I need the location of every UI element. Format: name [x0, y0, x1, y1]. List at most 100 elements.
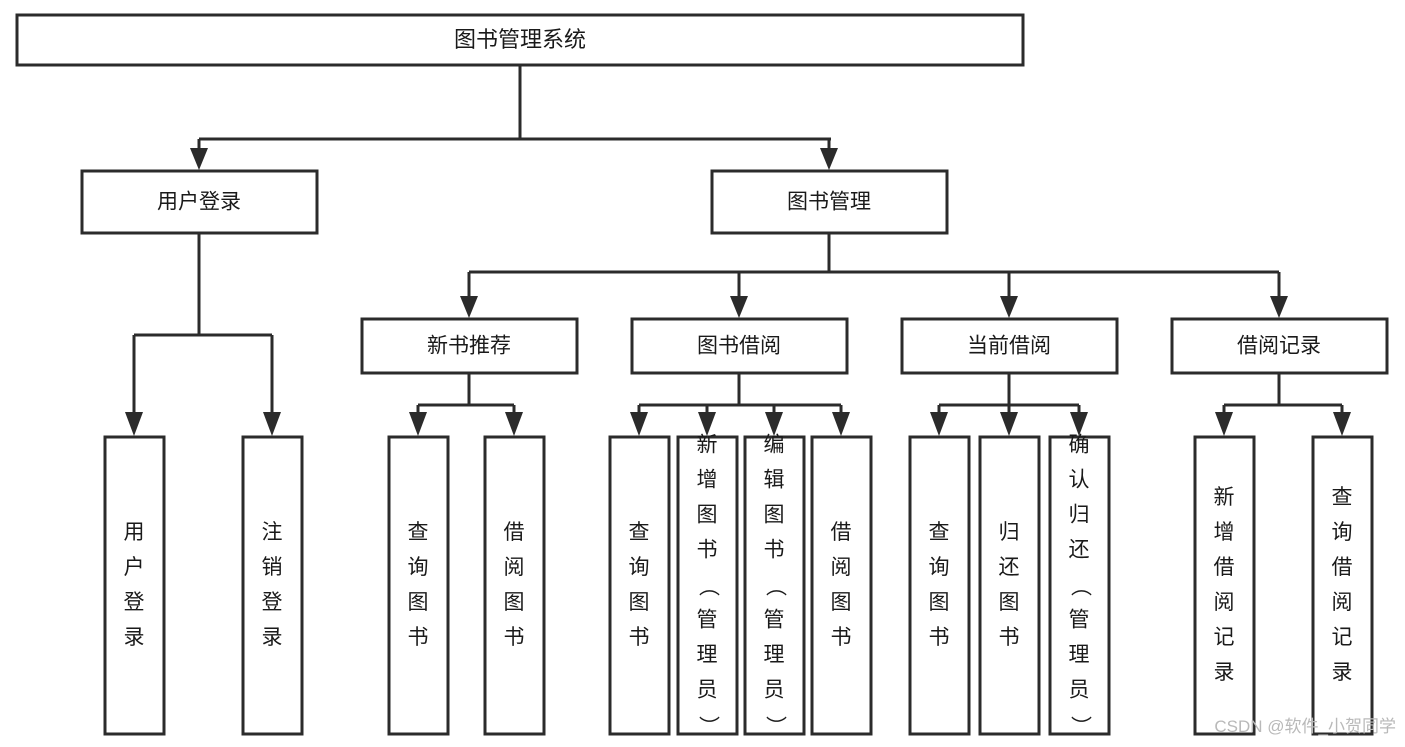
arrow-head-current-borrow	[1000, 296, 1018, 318]
node-user-login-label: 用户登录	[157, 191, 241, 214]
svg-text:书: 书	[504, 626, 525, 649]
arrow-head-leaf-query-book-3	[930, 412, 948, 436]
arrow-head-leaf-add-book	[698, 412, 716, 436]
svg-text:书: 书	[999, 626, 1020, 649]
svg-text:（: （	[763, 576, 786, 597]
svg-text:增: 增	[1214, 521, 1235, 544]
svg-text:登: 登	[262, 591, 283, 614]
svg-text:阅: 阅	[1214, 591, 1235, 614]
svg-text:理: 理	[764, 644, 785, 667]
node-current-borrow-label: 当前借阅	[967, 335, 1051, 358]
arrow-head-leaf-borrow-book-2	[832, 412, 850, 436]
svg-text:询: 询	[408, 556, 429, 579]
node-new-book-rec[interactable]: 新书推荐	[360, 317, 579, 375]
node-user-login-box[interactable]	[80, 169, 319, 235]
node-leaf-edit-book-box[interactable]	[743, 435, 806, 736]
arrow-head-leaf-query-book-1	[409, 412, 427, 436]
node-current-borrow-box[interactable]	[900, 317, 1119, 375]
node-leaf-query-book-1-box[interactable]	[387, 435, 450, 736]
node-leaf-borrow-book-2-box[interactable]	[810, 435, 873, 736]
node-book-manage-box[interactable]	[710, 169, 949, 235]
arrow-head-book-manage	[820, 148, 838, 170]
node-book-borrow[interactable]: 图书借阅	[630, 317, 849, 375]
node-leaf-user-login-box[interactable]	[103, 435, 166, 736]
svg-text:借: 借	[1332, 556, 1353, 579]
svg-text:书: 书	[629, 626, 650, 649]
node-leaf-add-book-box[interactable]	[676, 435, 739, 736]
node-leaf-return-book-box[interactable]	[978, 435, 1041, 736]
svg-text:查: 查	[929, 521, 950, 544]
svg-text:图: 图	[629, 591, 650, 614]
node-root[interactable]: 图书管理系统	[15, 13, 1025, 67]
node-leaf-user-login-label: 用户登录	[124, 521, 145, 649]
svg-text:询: 询	[629, 556, 650, 579]
node-leaf-query-book-3-box[interactable]	[908, 435, 971, 736]
svg-text:借: 借	[504, 521, 525, 544]
node-borrow-record-box[interactable]	[1170, 317, 1389, 375]
node-leaf-add-record-box[interactable]	[1193, 435, 1256, 736]
svg-text:登: 登	[124, 591, 145, 614]
node-new-book-rec-box[interactable]	[360, 317, 579, 375]
svg-text:确: 确	[1069, 434, 1090, 457]
node-user-login[interactable]: 用户登录	[80, 169, 319, 235]
svg-text:员: 员	[1069, 679, 1090, 702]
svg-text:阅: 阅	[1332, 591, 1353, 614]
node-leaf-query-record-box[interactable]	[1311, 435, 1374, 736]
node-leaf-user-login[interactable]: 用户登录	[103, 435, 166, 736]
node-book-borrow-box[interactable]	[630, 317, 849, 375]
node-leaf-query-book-2-box[interactable]	[608, 435, 671, 736]
watermark-label: CSDN @软件_小贺同学	[1214, 717, 1396, 736]
node-book-manage[interactable]: 图书管理	[710, 169, 949, 235]
svg-text:用: 用	[124, 521, 145, 544]
svg-text:查: 查	[1332, 486, 1353, 509]
node-current-borrow[interactable]: 当前借阅	[900, 317, 1119, 375]
svg-text:录: 录	[124, 626, 145, 649]
node-book-manage-label: 图书管理	[787, 191, 871, 214]
svg-text:（: （	[1068, 576, 1091, 597]
svg-text:询: 询	[929, 556, 950, 579]
node-leaf-borrow-book-1-box[interactable]	[483, 435, 546, 736]
svg-text:新: 新	[1214, 486, 1235, 509]
arrow-head-borrow-record	[1270, 296, 1288, 318]
arrow-head-leaf-return-book	[1000, 412, 1018, 436]
svg-text:理: 理	[697, 644, 718, 667]
connector-layer	[125, 65, 1351, 436]
node-root-box[interactable]	[15, 13, 1025, 67]
svg-text:还: 还	[1069, 539, 1090, 562]
svg-text:图: 图	[999, 591, 1020, 614]
arrow-head-leaf-user-login	[125, 412, 143, 436]
svg-text:查: 查	[629, 521, 650, 544]
svg-text:销: 销	[262, 556, 283, 579]
svg-text:增: 增	[697, 469, 718, 492]
svg-text:记: 记	[1332, 626, 1353, 649]
node-borrow-record[interactable]: 借阅记录	[1170, 317, 1389, 375]
svg-text:）: ）	[763, 716, 786, 737]
node-leaf-confirm-return-box[interactable]	[1048, 435, 1111, 736]
svg-text:书: 书	[697, 539, 718, 562]
svg-text:图: 图	[408, 591, 429, 614]
svg-text:认: 认	[1069, 469, 1090, 492]
svg-text:编: 编	[764, 434, 785, 457]
node-leaf-logout-box[interactable]	[241, 435, 304, 736]
